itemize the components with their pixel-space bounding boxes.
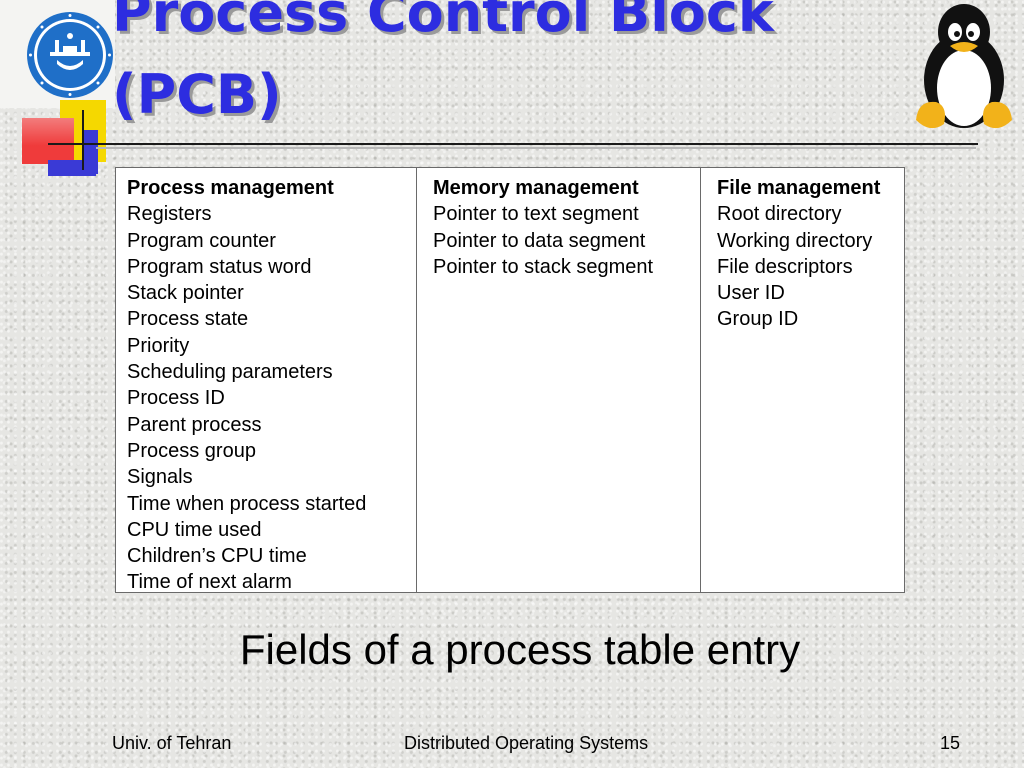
list-item: Process state — [127, 308, 249, 331]
column-memory-management: Memory management Pointer to text segmen… — [417, 168, 701, 592]
list-item: Pointer to stack segment — [433, 255, 654, 278]
slide-title: Process Control Block (PCB) — [112, 0, 774, 136]
list-item: Pointer to data segment — [433, 229, 646, 252]
list-item: Priority — [127, 334, 190, 357]
list-item: Root directory — [717, 203, 842, 226]
list-item: Stack pointer — [127, 282, 244, 305]
university-seal-icon — [27, 12, 113, 98]
list-item: User ID — [717, 282, 785, 305]
decor-vertical-line — [82, 110, 84, 170]
list-item: Children’s CPU time — [127, 545, 307, 568]
footer-left: Univ. of Tehran — [112, 733, 232, 753]
title-underline — [48, 143, 978, 145]
process-table: Process management Registers Program cou… — [115, 167, 905, 593]
list-item: Time of next alarm — [127, 571, 292, 594]
list-item: Program status word — [127, 255, 312, 278]
column-header: File management — [717, 177, 881, 199]
list-item: Parent process — [127, 413, 262, 436]
list-item: Group ID — [717, 308, 799, 331]
list-item: Process ID — [127, 387, 225, 410]
list-item: CPU time used — [127, 518, 262, 541]
title-line-2: (PCB) — [112, 63, 282, 126]
column-process-management: Process management Registers Program cou… — [116, 168, 417, 594]
list-item: Pointer to text segment — [433, 203, 639, 226]
list-item: Program counter — [127, 229, 276, 252]
footer-center: Distributed Operating Systems — [404, 733, 649, 753]
title-line-1: Process Control Block — [112, 0, 774, 44]
title-underline-shadow — [96, 147, 976, 149]
list-item: Working directory — [717, 229, 873, 252]
decor-red-square — [22, 118, 74, 164]
column-header: Memory management — [433, 177, 639, 199]
slide-number: 15 — [940, 733, 961, 753]
list-item: Scheduling parameters — [127, 361, 333, 384]
list-item: Process group — [127, 439, 256, 462]
tux-penguin-icon — [916, 4, 1012, 129]
decor-blue-bar-vertical — [84, 130, 98, 174]
column-file-management: File management Root directory Working d… — [701, 168, 904, 592]
list-item: Signals — [127, 466, 193, 489]
slide-caption: Fields of a process table entry — [239, 626, 801, 673]
list-item: Time when process started — [127, 492, 367, 515]
list-item: File descriptors — [717, 255, 853, 278]
list-item: Registers — [127, 203, 212, 226]
column-header: Process management — [127, 177, 334, 199]
logo-area — [0, 0, 115, 108]
